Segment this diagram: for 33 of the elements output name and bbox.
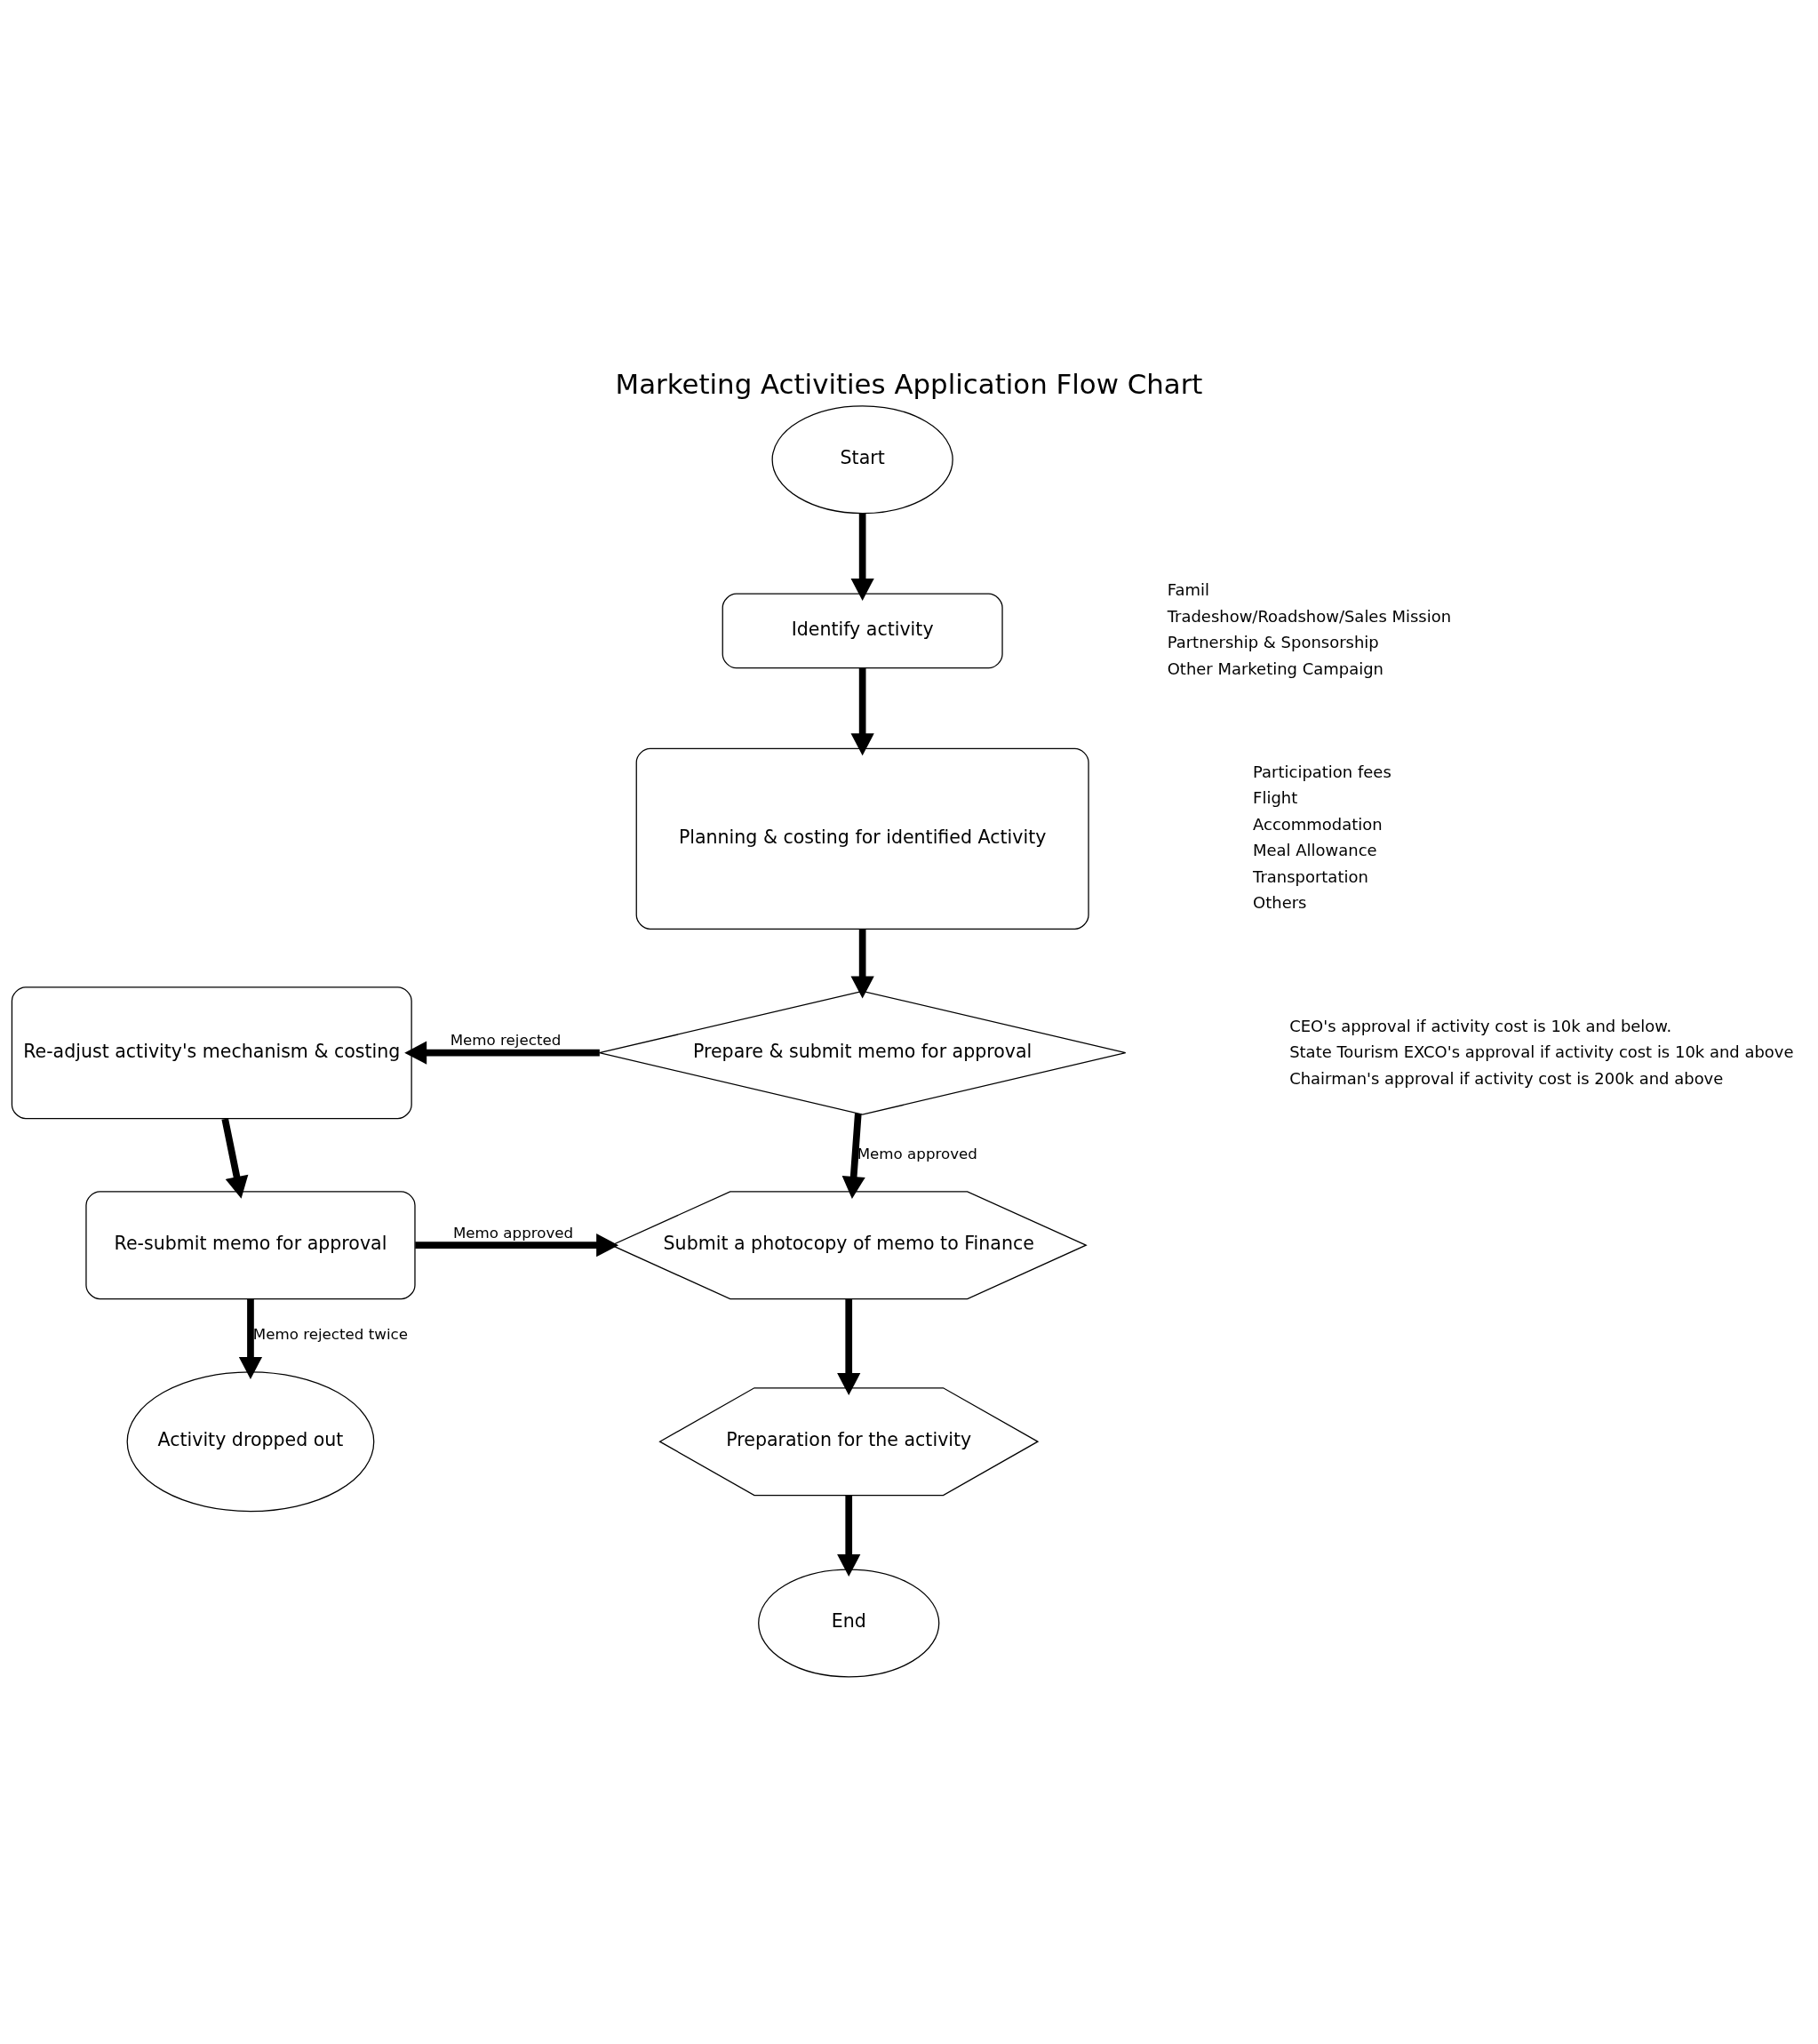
node-diamond: Prepare & submit memo for approval <box>598 990 1127 1115</box>
node-label: Flight <box>1253 788 1298 808</box>
node-label: Meal Allowance <box>1253 841 1377 860</box>
node-ellipse: End <box>758 1569 940 1678</box>
node-label: Tradeshow/Roadshow/Sales Mission <box>1167 606 1452 626</box>
arrow <box>837 1495 861 1577</box>
node-ellipse: Activity dropped out <box>126 1371 375 1513</box>
arrow <box>221 1118 249 1199</box>
node-label: State Tourism EXCO's approval if activity cost is 10k and above <box>1289 1042 1794 1062</box>
node-ellipse: Start <box>771 405 953 515</box>
arrow <box>837 1298 861 1396</box>
node-label: Partnership & Sponsorship <box>1167 633 1379 652</box>
node-box: Identify activity <box>722 593 1003 669</box>
arrow <box>841 1113 865 1199</box>
node-box: Planning & costing for identified Activity <box>635 747 1089 930</box>
diagram-title: Marketing Activities Application Flow Chart <box>615 367 1203 400</box>
node-box: Re-adjust activity's mechanism & costing <box>11 986 412 1120</box>
node-label: Other Marketing Campaign <box>1167 659 1383 679</box>
edge-label: Memo rejected <box>450 1031 562 1050</box>
edge-label: Memo rejected twice <box>252 1325 409 1344</box>
edge-label: Memo approved <box>452 1223 574 1242</box>
node-label: Famil <box>1167 580 1209 600</box>
node-box: Re-submit memo for approval <box>85 1191 416 1300</box>
node-label: Transportation <box>1253 866 1368 886</box>
node-label: Participation fees <box>1253 762 1391 781</box>
node-label: Chairman's approval if activity cost is 200k and above <box>1289 1068 1724 1088</box>
edge-label: Memo approved <box>857 1145 977 1163</box>
node-label: Accommodation <box>1253 814 1383 834</box>
arrow <box>238 1298 263 1379</box>
node-label: CEO's approval if activity cost is 10k and below. <box>1289 1016 1672 1035</box>
node-label: Others <box>1253 893 1307 913</box>
arrow <box>850 929 874 999</box>
arrow <box>850 513 874 601</box>
